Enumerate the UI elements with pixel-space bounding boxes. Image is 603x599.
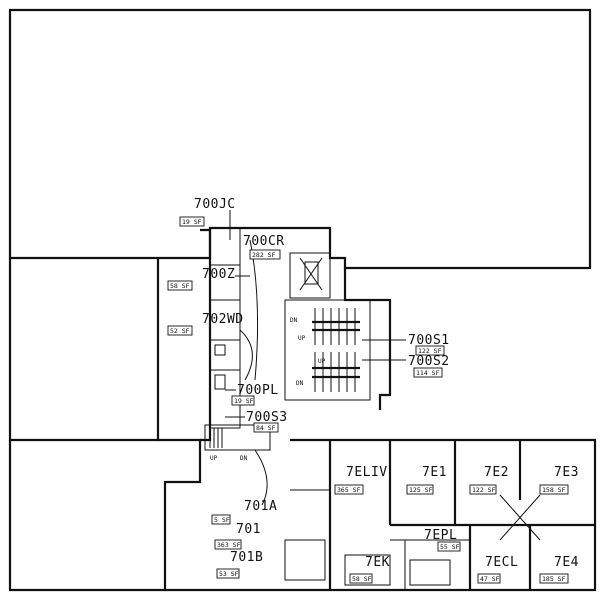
room-7EK: 7EK 58 SF: [349, 555, 390, 584]
room-area-700S1: 122 SF: [418, 347, 442, 355]
stair-treads-2: [312, 352, 360, 392]
east-interior: [284, 440, 595, 590]
room-label-7E2: 7E2: [484, 465, 509, 480]
room-area-700S3: 84 SF: [256, 424, 276, 432]
room-area-7E2: 122 SF: [472, 486, 496, 494]
room-label-7ELIV: 7ELIV: [346, 465, 388, 480]
room-7E4: 7E4 185 SF: [539, 555, 579, 584]
room-7EPL: 7EPL 55 SF: [424, 528, 461, 552]
room-7ECL: 7ECL 47 SF: [477, 555, 518, 584]
room-area-7E3: 158 SF: [542, 486, 566, 494]
room-area-701: 363 SF: [217, 541, 241, 549]
room-701A: 701A 5 SF: [211, 499, 277, 525]
room-7E1: 7E1 125 SF: [406, 465, 447, 495]
room-label-700S3: 700S3: [246, 410, 288, 425]
room-701: 701 363 SF: [214, 522, 261, 550]
stair-treads-1: [312, 308, 360, 345]
room-700S1: 700S1 122 SF: [408, 333, 450, 356]
room-label-701: 701: [236, 522, 261, 537]
room-label-700Z: 700Z: [202, 267, 235, 282]
room-702WD: 702WD 52 SF: [167, 312, 244, 336]
stair-up-mark-3: UP: [210, 455, 218, 462]
room-label-7ECL: 7ECL: [485, 555, 518, 570]
room-700JC: 700JC 19 SF: [179, 197, 236, 227]
room-7E3: 7E3 158 SF: [539, 465, 579, 495]
room-area-701A: 5 SF: [214, 516, 230, 524]
room-label-7EPL: 7EPL: [424, 528, 457, 543]
room-label-701A: 701A: [244, 499, 277, 514]
room-area-700CR: 282 SF: [252, 251, 276, 259]
stair-dn-mark-3: DN: [240, 455, 248, 462]
stair-dn-mark-2: DN: [296, 380, 304, 387]
room-7ELIV: 7ELIV 365 SF: [334, 465, 388, 495]
stair-dn-mark: DN: [290, 317, 298, 324]
room-area-701B: 53 SF: [219, 570, 239, 578]
room-labels: 700JC 19 SF 700CR 282 SF 700Z 58 SF 702W…: [167, 197, 579, 584]
room-area-7ELIV: 365 SF: [337, 486, 361, 494]
room-label-700PL: 700PL: [237, 383, 279, 398]
room-area-7EPL: 55 SF: [440, 543, 460, 551]
leader-lines: [225, 210, 406, 418]
room-label-701B: 701B: [230, 550, 263, 565]
room-700PL: 700PL 19 SF: [231, 383, 279, 406]
room-label-7E3: 7E3: [554, 465, 579, 480]
room-label-7E1: 7E1: [422, 465, 447, 480]
stair-700s3: UP DN: [204, 424, 271, 506]
room-label-7EK: 7EK: [365, 555, 390, 570]
room-area-7E4: 185 SF: [542, 575, 566, 583]
room-area-700Z: 58 SF: [170, 282, 190, 290]
stair-up-mark: UP: [298, 335, 306, 342]
room-700S3: 700S3 84 SF: [246, 410, 288, 433]
room-700Z: 700Z 58 SF: [167, 267, 235, 291]
room-label-702WD: 702WD: [202, 312, 244, 327]
room-area-7EK: 58 SF: [352, 575, 372, 583]
room-area-7E1: 125 SF: [409, 486, 433, 494]
core: DN UP UP DN: [284, 252, 371, 401]
room-701B: 701B 53 SF: [216, 550, 263, 579]
stair-up-mark-2: UP: [318, 358, 326, 365]
room-area-700PL: 19 SF: [234, 397, 254, 405]
room-area-702WD: 52 SF: [170, 327, 190, 335]
room-area-700S2: 114 SF: [416, 369, 440, 377]
room-area-700JC: 19 SF: [182, 218, 202, 226]
room-700CR: 700CR 282 SF: [243, 234, 285, 260]
room-label-700JC: 700JC: [194, 197, 236, 212]
room-label-700S2: 700S2: [408, 354, 450, 369]
room-area-7ECL: 47 SF: [480, 575, 500, 583]
room-700S2: 700S2 114 SF: [408, 354, 450, 378]
room-label-7E4: 7E4: [554, 555, 579, 570]
room-7E2: 7E2 122 SF: [469, 465, 509, 495]
room-label-700S1: 700S1: [408, 333, 450, 348]
room-label-700CR: 700CR: [243, 234, 285, 249]
